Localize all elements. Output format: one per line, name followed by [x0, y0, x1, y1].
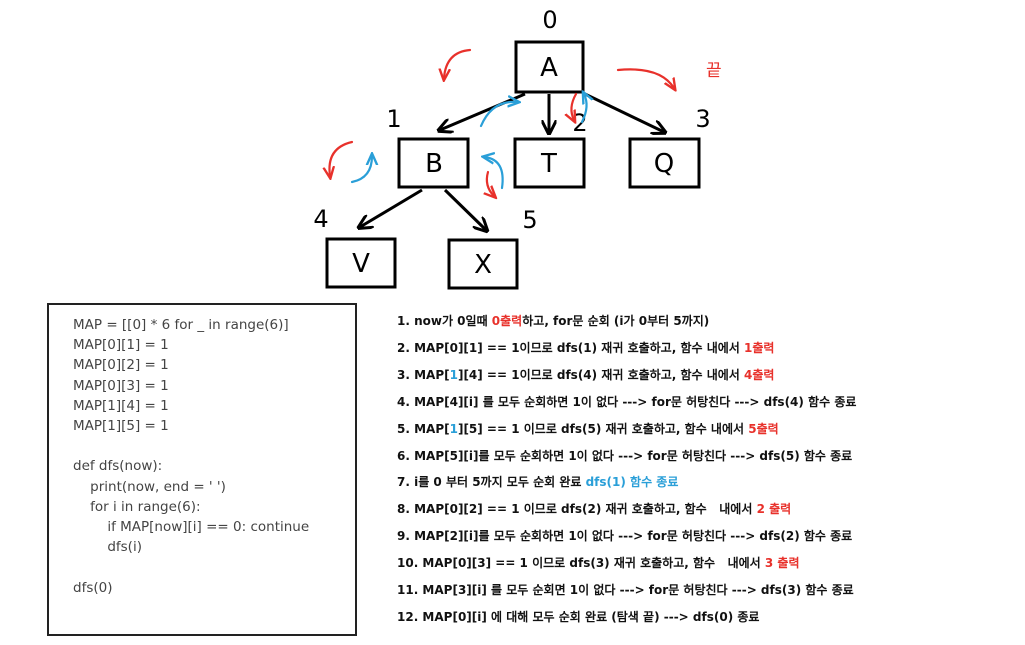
red-curved-arrow-icon: [444, 48, 472, 78]
node-V: V 4: [313, 205, 397, 289]
code-line: MAP[1][4] = 1: [73, 397, 169, 414]
node-index: 0: [542, 6, 557, 34]
code-panel: MAP = [[0] * 6 for _ in range(6)] MAP[0][…: [47, 303, 357, 636]
step-line: 4. MAP[4][i] 를 모두 순회하면 1이 없다 ---> for문 허…: [397, 394, 856, 410]
blue-highlight-text: dfs(1) 함수 종료: [585, 475, 679, 490]
node-index: 4: [313, 205, 328, 233]
code-line: dfs(0): [73, 579, 113, 596]
step-text: 1. now가 0일때: [397, 314, 492, 328]
step-text: 11. MAP[3][i] 를 모두 순회면 1이 없다 ---> for문 허…: [397, 583, 854, 597]
step-line: 8. MAP[0][2] == 1 이므로 dfs(2) 재귀 호출하고, 함수…: [397, 501, 791, 517]
node-label: X: [474, 250, 492, 280]
red-highlight-text: 0출력: [491, 314, 523, 328]
code-line: if MAP[now][i] == 0: continue: [73, 519, 310, 535]
node-A: A 0: [514, 6, 585, 94]
step-line: 5. MAP[1][5] == 1 이므로 dfs(5) 재귀 호출하고, 함수…: [397, 421, 779, 437]
blue-return-arrow-icon: [580, 94, 587, 124]
step-text: 7. i를 0 부터 5까지 모두 순회 완료: [397, 475, 586, 490]
blue-highlight-text: 1: [449, 367, 458, 382]
node-T: T 2: [513, 109, 588, 189]
edge-B-V: [360, 188, 423, 227]
step-line: 7. i를 0 부터 5까지 모두 순회 완료 dfs(1) 함수 종료: [397, 474, 678, 490]
red-highlight-text: 5출력: [748, 421, 779, 436]
step-text: 2. MAP[0][1] == 1이므로 dfs(1) 재귀 호출하고, 함수 …: [397, 340, 745, 355]
step-text: 6. MAP[5][i]를 모두 순회하면 1이 없다 ---> for문 허탕…: [397, 448, 853, 463]
node-label: T: [540, 149, 557, 179]
red-highlight-text: 3 출력: [764, 556, 800, 571]
code-line: MAP[0][3] = 1: [73, 377, 169, 394]
node-label: A: [540, 53, 558, 83]
node-label: Q: [654, 149, 674, 179]
step-text: 5. MAP[: [397, 421, 450, 436]
blue-return-arrow-icon: [485, 157, 504, 190]
red-curved-arrow-icon: [329, 140, 354, 176]
step-line: 6. MAP[5][i]를 모두 순회하면 1이 없다 ---> for문 허탕…: [397, 448, 852, 464]
node-index: 1: [386, 105, 401, 133]
step-line: 12. MAP[0][i] 에 대해 모두 순회 완료 (탐색 끝) ---> …: [397, 609, 759, 625]
red-highlight-text: 4출력: [744, 367, 775, 382]
blue-return-arrow-icon: [350, 156, 372, 184]
step-text: 8. MAP[0][2] == 1 이므로 dfs(2) 재귀 호출하고, 함수…: [397, 502, 757, 517]
edge-A-Q: [584, 92, 664, 132]
red-curved-arrow-icon: [571, 92, 578, 120]
code-line: MAP[0][1] = 1: [73, 337, 169, 354]
step-line: 11. MAP[3][i] 를 모두 순회면 1이 없다 ---> for문 허…: [397, 582, 854, 598]
step-text: 10. MAP[0][3] == 1 이므로 dfs(3) 재귀 호출하고, 함…: [397, 556, 765, 571]
blue-return-arrow-icon: [479, 102, 517, 128]
node-label: V: [352, 249, 370, 279]
node-index: 3: [695, 105, 710, 133]
step-text: 3. MAP[: [397, 367, 450, 382]
step-text: ][4] == 1이므로 dfs(4) 재귀 호출하고, 함수 내에서: [457, 367, 745, 382]
step-line: 9. MAP[2][i]를 모두 순회하면 1이 없다 ---> for문 허탕…: [397, 528, 852, 544]
step-text: 12. MAP[0][i] 에 대해 모두 순회 완료 (탐색 끝) ---> …: [397, 609, 760, 624]
step-line: 3. MAP[1][4] == 1이므로 dfs(4) 재귀 호출하고, 함수 …: [397, 367, 774, 383]
step-text: 4. MAP[4][i] 를 모두 순회하면 1이 없다 ---> for문 허…: [397, 394, 857, 409]
code-line: MAP[0][2] = 1: [73, 357, 169, 374]
code-line: dfs(i): [73, 539, 142, 556]
code-line: print(now, end = ' '): [73, 478, 226, 495]
node-label: B: [425, 149, 443, 179]
dfs-tree-diagram: A 0 B 1 T 2 Q 3 V 4 X 5 끝: [313, 6, 722, 290]
red-highlight-text: 1출력: [744, 340, 775, 355]
end-label: 끝: [706, 61, 722, 81]
blue-highlight-text: 1: [449, 421, 458, 436]
node-B: B 1: [386, 105, 470, 189]
node-index: 5: [522, 206, 537, 234]
step-line: 2. MAP[0][1] == 1이므로 dfs(1) 재귀 호출하고, 함수 …: [397, 340, 774, 356]
step-line: 1. now가 0일때 0출력하고, for문 순회 (i가 0부터 5까지): [397, 313, 709, 329]
step-text: 하고, for문 순회 (i가 0부터 5까지): [522, 314, 710, 328]
step-text: ][5] == 1 이므로 dfs(5) 재귀 호출하고, 함수 내에서: [457, 421, 749, 436]
step-line: 10. MAP[0][3] == 1 이므로 dfs(3) 재귀 호출하고, 함…: [397, 555, 800, 571]
red-curved-arrow-icon: [616, 68, 674, 88]
code-line: MAP[1][5] = 1: [73, 418, 169, 434]
code-line: MAP = [[0] * 6 for _ in range(6)]: [73, 317, 289, 333]
node-X: X 5: [447, 206, 538, 290]
red-highlight-text: 2 출력: [756, 502, 792, 517]
code-line: def dfs(now):: [73, 458, 163, 475]
node-Q: Q 3: [628, 105, 711, 189]
code-line: for i in range(6):: [73, 498, 201, 515]
step-text: 9. MAP[2][i]를 모두 순회하면 1이 없다 ---> for문 허탕…: [397, 529, 853, 544]
red-curved-arrow-icon: [487, 170, 494, 196]
edge-B-X: [443, 188, 486, 230]
